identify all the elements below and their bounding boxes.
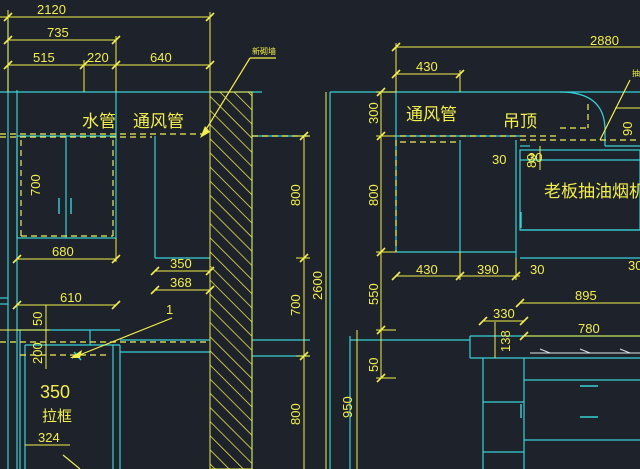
dim-895: 895 xyxy=(575,288,597,303)
dim-430-bottom: 430 xyxy=(416,262,438,277)
dim-800-bottom: 800 xyxy=(288,403,303,425)
dim-950: 950 xyxy=(340,396,355,418)
leader-label-right: 抽 xyxy=(632,68,640,78)
dim-350: 350 xyxy=(170,256,192,271)
callout-1: 1 xyxy=(166,302,173,317)
dimension-lines xyxy=(0,10,640,469)
label-vent-pipe-right: 通风管 xyxy=(406,105,457,125)
dim-735: 735 xyxy=(47,25,69,40)
dim-30-c: 30 xyxy=(528,150,542,165)
cabinet-lines xyxy=(0,20,640,469)
hatched-wall xyxy=(209,91,253,469)
dim-640: 640 xyxy=(150,50,172,65)
pull-basket-value: 350 xyxy=(40,382,70,402)
dim-330: 330 xyxy=(493,306,515,321)
dim-2120: 2120 xyxy=(37,2,66,17)
dim-90: 90 xyxy=(620,122,635,136)
dim-780: 780 xyxy=(578,321,600,336)
dim-50: 50 xyxy=(30,312,45,326)
leader-label-left: 新砌墙 xyxy=(252,46,276,56)
dashed-lines xyxy=(0,104,640,356)
label-vent-pipe-left: 通风管 xyxy=(133,112,184,132)
leader-lines xyxy=(62,57,631,469)
dim-610: 610 xyxy=(60,290,82,305)
dim-324: 324 xyxy=(38,430,60,445)
dim-390: 390 xyxy=(477,262,499,277)
dimension-ticks xyxy=(3,12,529,383)
dim-515: 515 xyxy=(33,50,55,65)
leader-arrow xyxy=(70,350,82,358)
dim-430-top: 430 xyxy=(416,59,438,74)
label-pull-basket: 拉框 xyxy=(42,407,72,425)
dim-700: 700 xyxy=(28,174,43,196)
dim-89: 89 xyxy=(524,154,539,168)
leader-arrow xyxy=(200,126,210,138)
dim-300: 300 xyxy=(366,102,381,124)
dim-800-c: 800 xyxy=(366,184,381,206)
dim-800-a: 800 xyxy=(288,184,303,206)
dim-2880: 2880 xyxy=(590,33,619,48)
dim-700-b: 700 xyxy=(288,294,303,316)
dim-50-b: 50 xyxy=(366,358,381,372)
dim-2600: 2600 xyxy=(310,271,325,300)
label-water-pipe: 水管 xyxy=(82,112,116,132)
cooktop xyxy=(530,348,640,354)
dim-680: 680 xyxy=(52,244,74,259)
dim-200: 200 xyxy=(30,342,45,364)
dim-220: 220 xyxy=(87,50,109,65)
dim-30-a: 30 xyxy=(492,152,506,167)
dim-30-b: 30 xyxy=(530,262,544,277)
cabinet-handles xyxy=(58,198,598,418)
dim-138: 138 xyxy=(498,330,513,352)
dim-30-right-edge: 30 xyxy=(628,258,640,273)
dim-368: 368 xyxy=(170,275,192,290)
label-ceiling: 吊顶 xyxy=(503,112,537,132)
dim-550: 550 xyxy=(366,283,381,305)
label-range-hood: 老板抽油烟机 xyxy=(544,182,640,202)
